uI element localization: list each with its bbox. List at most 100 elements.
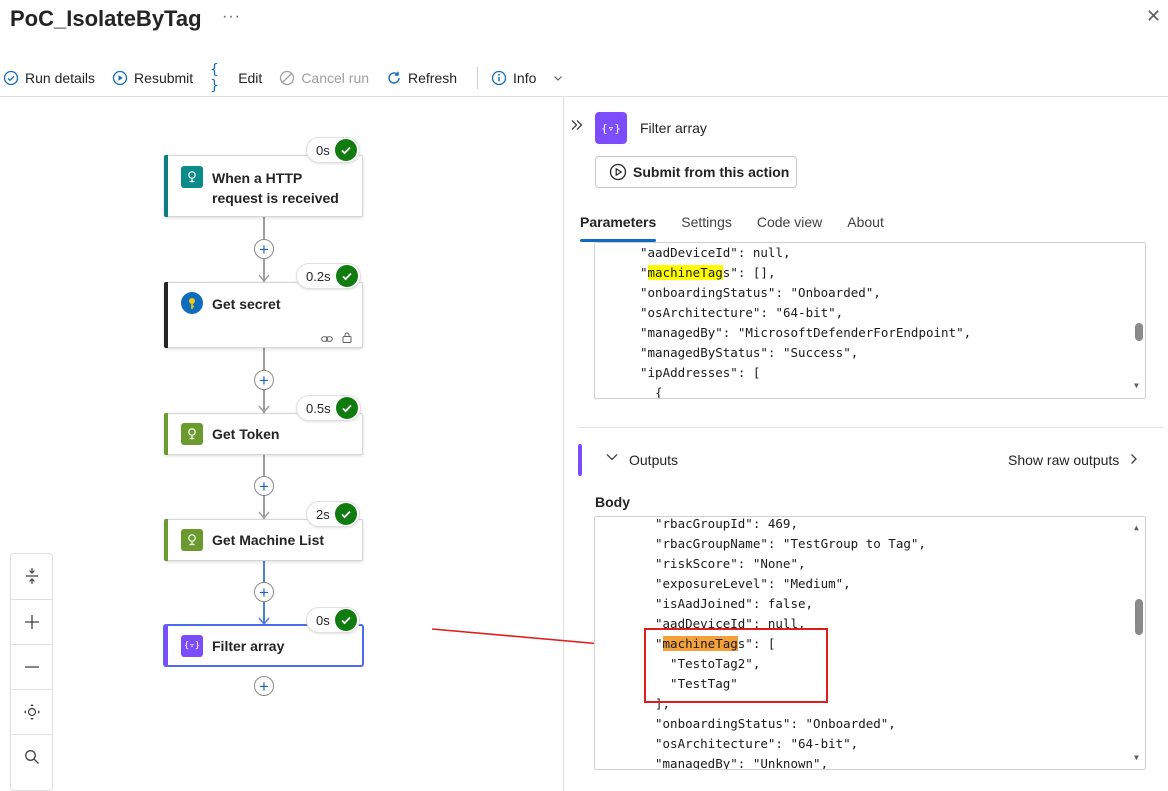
code-line: "aadDeviceId": null, [655,616,806,631]
fit-view-button[interactable] [11,690,52,734]
run-details-label: Run details [25,70,96,86]
search-button[interactable] [11,735,52,779]
submit-from-this-action-button[interactable]: Submit from this action [595,156,797,188]
code-line: "isAadJoined": false, [655,596,814,611]
parameters-code-viewer[interactable]: "aadDeviceId": null, "machineTags": [], … [594,242,1146,399]
submit-label: Submit from this action [633,164,790,180]
success-check-icon [334,609,357,631]
minus-icon [24,666,39,668]
play-circle-icon [609,163,627,181]
flow-node-get-secret[interactable]: Get secret [164,282,363,348]
duration-text: 2s [316,506,330,522]
add-step-button[interactable]: + [254,476,274,496]
node-label: Get Machine List [212,532,325,548]
collapse-panel-button[interactable] [570,118,584,137]
scrollbar-thumb[interactable] [1135,323,1143,341]
body-label: Body [595,494,630,510]
scrollbar-thumb[interactable] [1135,599,1143,635]
fit-view-icon [23,704,40,720]
duration-badge: 0s [306,137,360,163]
info-icon [491,70,507,86]
node-accent-bar [164,282,168,348]
flow-node-http-request[interactable]: When a HTTP request is received [164,155,363,217]
key-vault-icon [181,292,203,314]
cancel-run-button[interactable]: Cancel run [276,64,377,92]
panel-divider [563,97,564,791]
fit-height-icon [25,568,38,584]
resubmit-button[interactable]: Resubmit [109,64,201,92]
code-line: "managedBy": "Unknown", [655,756,829,770]
cancel-run-label: Cancel run [301,70,370,86]
section-divider [578,427,1163,428]
code-line-machinetags: "machineTags": [], [640,265,776,280]
node-label: Get Token [212,426,280,442]
http-request-icon [181,166,203,188]
duration-text: 0s [316,612,330,628]
link-icon [321,331,333,349]
double-chevron-right-icon [571,120,583,130]
duration-text: 0s [316,142,330,158]
zoom-in-button[interactable] [11,600,52,644]
body-code-viewer[interactable]: "rbacGroupId": 469, "rbacGroupName": "Te… [594,516,1146,770]
node-label: When a HTTP request is received [212,170,339,206]
tab-settings[interactable]: Settings [681,214,732,230]
success-check-icon [334,139,357,161]
edit-button[interactable]: { } Edit [207,62,270,94]
fit-height-button[interactable] [11,554,52,598]
resubmit-icon [112,70,128,86]
http-action-icon [181,423,203,445]
run-details-button[interactable]: Run details [0,64,103,92]
search-icon [24,750,39,764]
node-label: Filter array [212,638,285,654]
lock-icon [342,330,352,348]
duration-badge: 2s [306,501,360,527]
tab-about[interactable]: About [847,214,884,230]
plus-icon [24,615,39,629]
info-label: Info [513,70,537,86]
code-line: "ipAddresses": [ [640,365,761,380]
zoom-out-button[interactable] [11,645,52,689]
duration-badge: 0s [306,607,360,633]
page-title: PoC_IsolateByTag [10,6,202,31]
success-check-icon [335,397,358,419]
show-raw-outputs-label: Show raw outputs [1008,452,1120,468]
code-line: "osArchitecture": "64-bit", [640,305,844,320]
filter-array-icon: {▿} [595,112,627,144]
show-raw-outputs-link[interactable]: Show raw outputs [1008,452,1139,469]
node-accent-bar [164,625,168,666]
zoom-divider [11,599,52,600]
add-step-button[interactable]: + [254,676,274,696]
refresh-button[interactable]: Refresh [383,64,465,92]
arrow-down-icon [258,270,270,288]
scroll-down-icon[interactable]: ▼ [1134,753,1139,762]
scrollbar[interactable]: ▼ [1131,243,1145,398]
scroll-down-icon[interactable]: ▼ [1134,381,1139,390]
node-accent-bar [164,155,168,217]
run-details-icon [3,70,19,86]
filter-array-icon: {▿} [181,635,203,657]
toolbar-divider [477,67,479,89]
close-button[interactable]: ✕ [1146,6,1162,26]
code-line: "TestTag" [655,676,738,691]
scroll-up-icon[interactable]: ▲ [1134,523,1139,532]
tab-code-view[interactable]: Code view [756,214,823,230]
refresh-label: Refresh [408,70,458,86]
info-button[interactable]: Info [488,64,574,92]
refresh-icon [386,70,402,86]
code-line: { [640,385,663,399]
duration-text: 0.5s [306,400,331,416]
code-line: "onboardingStatus": "Onboarded", [640,285,881,300]
add-step-button[interactable]: + [254,239,274,259]
add-step-button[interactable]: + [254,582,274,602]
search-highlight: machineTag [647,265,723,280]
duration-badge: 0.5s [296,395,361,421]
toolbar: Run details Resubmit { } Edit Cancel run… [0,62,1168,94]
tab-parameters[interactable]: Parameters [580,214,657,244]
more-options-button[interactable]: ··· [222,8,241,25]
node-accent-bar [164,413,168,455]
add-step-button[interactable]: + [254,370,274,390]
outputs-section-title[interactable]: Outputs [629,452,679,468]
scrollbar[interactable]: ▲ ▼ [1131,517,1145,769]
annotation-highlight-box [644,628,828,703]
chevron-down-icon[interactable] [605,450,619,469]
